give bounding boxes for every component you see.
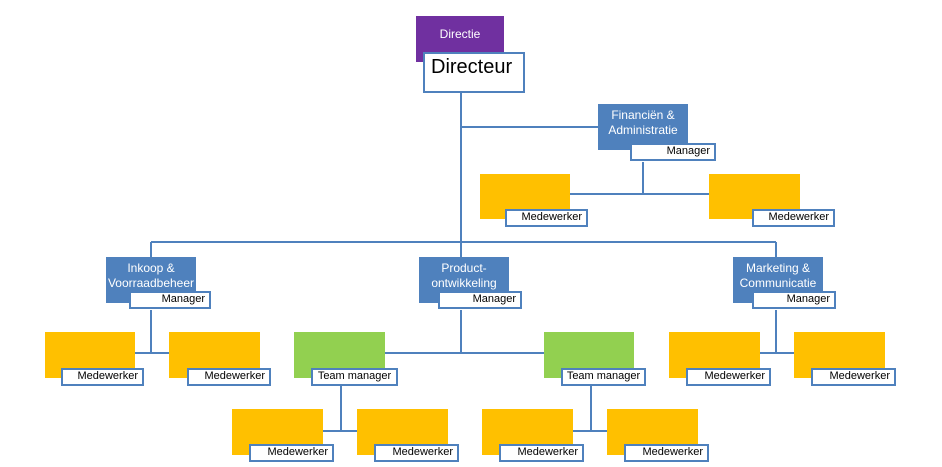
employee-label: Medewerker [811,368,896,386]
employee-label: Medewerker [374,444,459,462]
employee-label: Medewerker [624,444,709,462]
team-manager-label: Team manager [561,368,646,386]
marketing-manager-label: Manager [752,291,836,309]
employee-label: Medewerker [505,209,588,227]
department-finance: Financiën & Administratie [598,104,688,150]
employee-label: Medewerker [187,368,271,386]
employee-label: Medewerker [499,444,584,462]
directeur-box: Directeur [423,52,525,93]
employee-label: Medewerker [752,209,835,227]
employee-label: Medewerker [249,444,334,462]
employee-label: Medewerker [61,368,144,386]
employee-label: Medewerker [686,368,771,386]
purchasing-manager-label: Manager [129,291,211,309]
team-manager-label: Team manager [311,368,398,386]
finance-manager-label: Manager [630,143,716,161]
product-manager-label: Manager [438,291,522,309]
